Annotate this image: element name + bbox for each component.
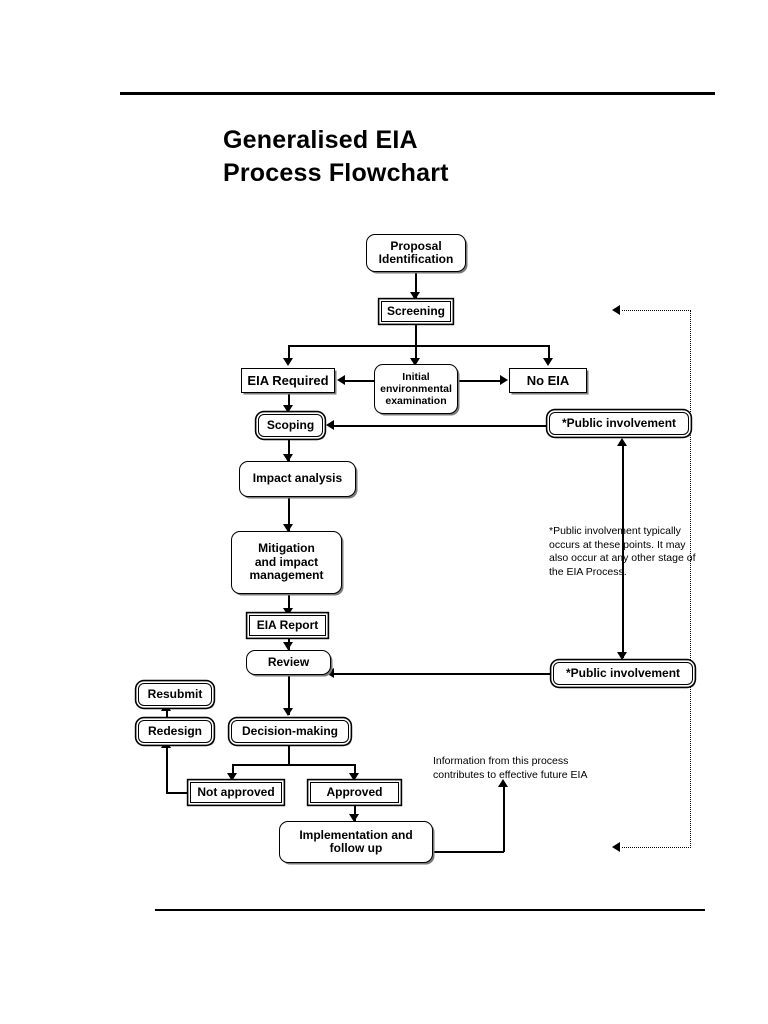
edge-approved-implementation [354,803,356,821]
feedback-dotted-bottom [622,847,691,848]
header-rule [120,92,715,95]
node-resubmit[interactable]: Resubmit [138,683,212,706]
arrowhead-redesign [161,740,171,748]
decision-split-bus [232,764,355,766]
node-not-approved[interactable]: Not approved [190,782,282,803]
edge-bus-no-eia [548,345,550,363]
edge-public2-review [334,673,552,675]
node-impact-analysis[interactable]: Impact analysis [239,461,356,497]
edge-iee-eia-required [345,380,374,382]
edge-info-riser [503,783,505,852]
arrowhead-public1-scoping [326,420,334,430]
node-approved[interactable]: Approved [310,782,399,803]
feedback-dotted-top [622,310,691,311]
arrowhead-implementation [349,814,359,822]
node-public-involvement-1[interactable]: *Public involvement [549,412,689,435]
arrowhead-screening [410,292,420,300]
arrowhead-public-down [617,652,627,660]
edge-eia-required-scoping [288,393,290,409]
arrowhead-public-up [617,438,627,446]
edge-bus-iee [415,345,417,363]
arrowhead-review [283,642,293,650]
edge-redesign-resubmit [166,706,168,724]
edge-bus-eia-required [288,345,290,363]
node-public-involvement-2[interactable]: *Public involvement [553,662,693,685]
arrowhead-decision [283,708,293,716]
node-implementation-follow-up[interactable]: Implementation and follow up [279,821,433,863]
node-scoping[interactable]: Scoping [258,414,323,437]
node-redesign[interactable]: Redesign [138,720,212,743]
edge-bus-approved [354,764,356,778]
footer-rule [155,909,705,912]
node-decision-making[interactable]: Decision-making [231,720,349,743]
edge-mitigation-report [288,594,290,614]
arrowhead-eia-required [283,358,293,366]
arrowhead-iee [410,358,420,366]
node-initial-environmental-examination[interactable]: Initial environmental examination [374,364,458,414]
edge-proposal-screening [415,272,417,300]
edge-not-approved-loop [166,792,192,794]
arrowhead-info-note [498,779,508,787]
edge-decision-bus [288,743,290,765]
arrowhead-no-eia [543,358,553,366]
edge-screening-bus [415,322,417,346]
node-eia-report[interactable]: EIA Report [249,615,326,636]
arrowhead-iee-to-eia-required [337,375,345,385]
arrowhead-feedback-top [612,305,620,315]
feedback-dotted-vertical [690,310,691,848]
node-screening[interactable]: Screening [381,301,451,322]
arrowhead-approved [349,773,359,781]
arrowhead-resubmit [161,703,171,711]
annotation-public-involvement: *Public involvement typically occurs at … [549,525,696,578]
arrowhead-scoping [283,405,293,413]
arrowhead-iee-to-no-eia [500,375,508,385]
edge-public1-public2 [622,442,624,658]
edge-public1-scoping [334,425,549,427]
edge-bus-not-approved [232,764,234,778]
node-eia-required[interactable]: EIA Required [241,368,335,393]
node-review[interactable]: Review [246,650,331,675]
node-no-eia[interactable]: No EIA [509,368,587,393]
arrowhead-impact [283,454,293,462]
page-title: Generalised EIA Process Flowchart [223,126,449,187]
arrowhead-public2-review [326,668,334,678]
arrowhead-mitigation [283,524,293,532]
branch-bus [288,345,549,347]
arrowhead-feedback-bottom [612,842,620,852]
arrowhead-not-approved [227,773,237,781]
edge-implementation-info [432,851,504,853]
node-proposal-identification[interactable]: Proposal Identification [366,234,466,272]
edge-iee-no-eia [458,380,502,382]
edge-impact-mitigation [288,497,290,531]
annotation-information-feedback: Information from this process contribute… [433,755,588,781]
arrowhead-eia-report [283,608,293,616]
node-mitigation-impact-management[interactable]: Mitigation and impact management [231,531,342,594]
edge-scoping-impact [288,437,290,461]
edge-review-decision [288,675,290,715]
edge-loop-to-redesign [166,743,168,793]
